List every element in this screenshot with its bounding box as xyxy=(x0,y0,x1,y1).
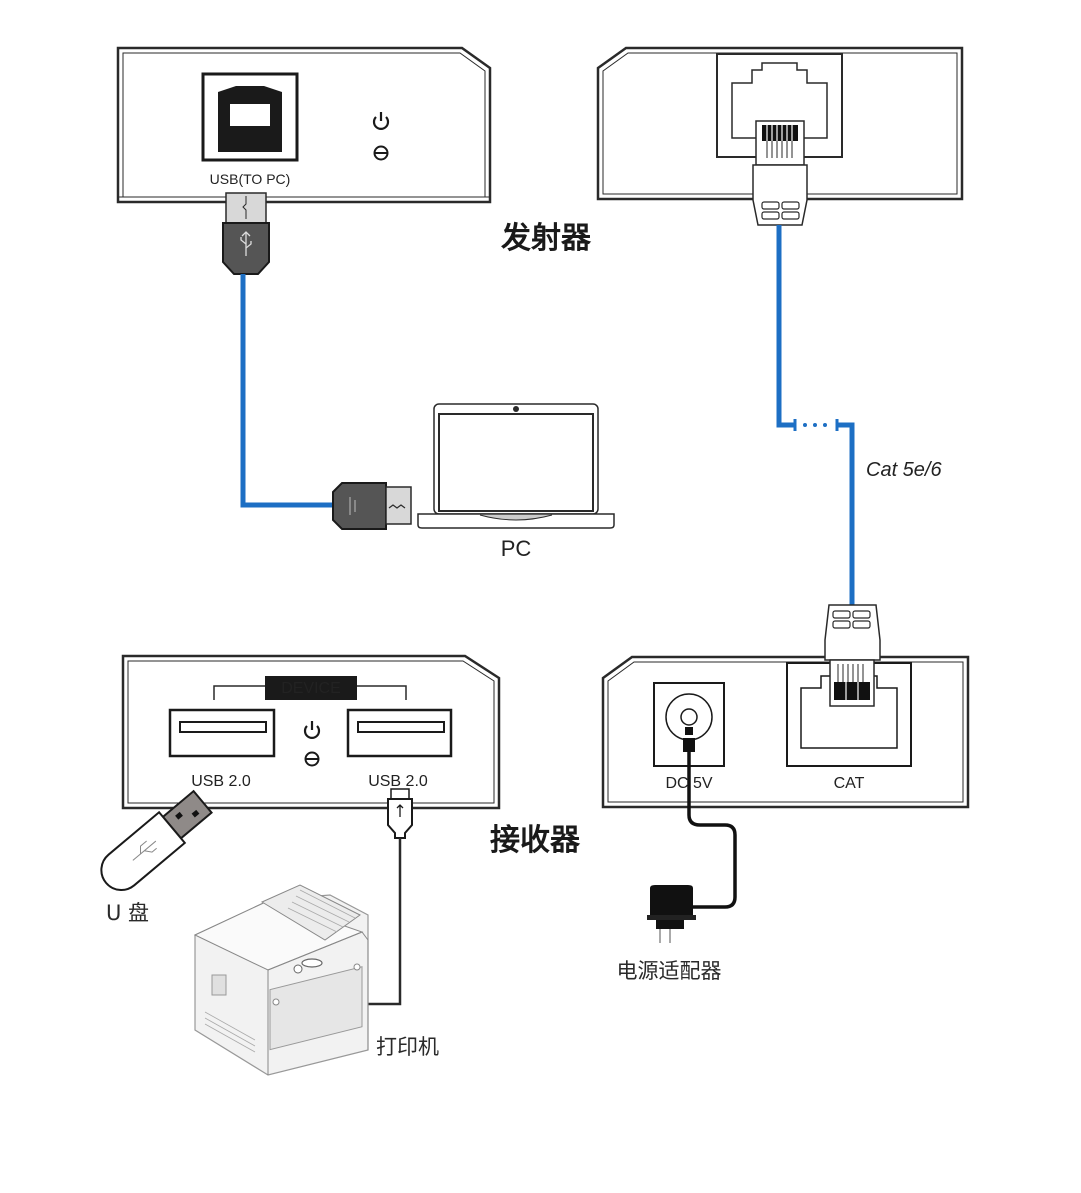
cat-cable xyxy=(776,225,855,605)
adapter-body-icon xyxy=(650,885,693,918)
cat-label: CAT xyxy=(834,775,865,792)
usb-a-plug-icon xyxy=(332,482,412,530)
link-led-icon xyxy=(373,145,389,161)
usb-symbol-icon xyxy=(132,840,157,861)
power-icon xyxy=(372,112,390,130)
receiver-unit: DEVICE USB 2.0 USB 2.0 接收器 xyxy=(121,654,581,858)
printer-cable xyxy=(366,788,413,1006)
receiver-rear-unit: DC 5V CAT xyxy=(601,655,970,809)
usb-b-port-icon xyxy=(201,72,299,162)
cable-type-label: Cat 5e/6 xyxy=(866,459,942,481)
usb-drive: U 盘 xyxy=(100,789,213,925)
usb-a-port-left-icon xyxy=(168,708,276,758)
transmitter-housing xyxy=(116,46,492,204)
adapter-label: 电源适配器 xyxy=(617,959,722,983)
rj45-plug-icon xyxy=(824,604,881,707)
printer-icon xyxy=(193,884,369,1076)
device-header: DEVICE xyxy=(281,680,341,697)
device-header-bg xyxy=(265,676,357,700)
pc-laptop: PC xyxy=(332,403,615,561)
port-left-label: USB 2.0 xyxy=(191,773,251,790)
usb-cable xyxy=(240,274,333,508)
power-adapter: 电源适配器 xyxy=(617,727,737,983)
rj45-plug-icon xyxy=(752,120,808,226)
printer-label: 打印机 xyxy=(376,1035,439,1059)
pc-label: PC xyxy=(501,536,532,561)
usb-drive-label: U 盘 xyxy=(106,901,149,925)
transmitter-port-label: USB(TO PC) xyxy=(210,171,291,187)
dc-jack-icon xyxy=(653,682,725,767)
port-right-label: USB 2.0 xyxy=(368,773,428,790)
laptop-icon xyxy=(417,403,615,529)
usb-plug-icon xyxy=(387,788,413,839)
link-led-icon xyxy=(304,751,320,767)
usb-b-plug-icon xyxy=(222,192,270,275)
usb-a-port-right-icon xyxy=(346,708,453,758)
power-icon xyxy=(303,721,321,739)
transmitter-unit: USB(TO PC) 发射器 xyxy=(116,46,592,275)
receiver-title: 接收器 xyxy=(490,823,581,858)
receiver-housing xyxy=(121,654,501,810)
transmitter-title: 发射器 xyxy=(500,221,592,256)
transmitter-rj45-unit xyxy=(596,46,964,226)
